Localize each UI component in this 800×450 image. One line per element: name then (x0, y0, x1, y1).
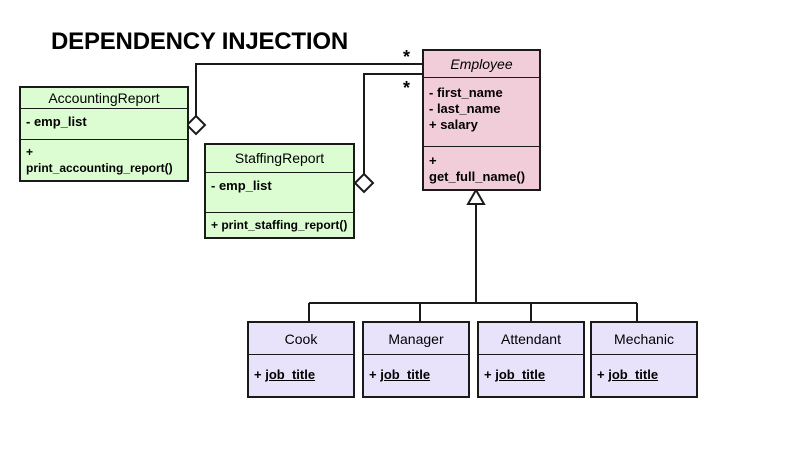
class-name: Manager (364, 323, 468, 355)
class-name: AccountingReport (21, 88, 187, 109)
attribute: - emp_list (211, 177, 272, 193)
staffing-report-class: StaffingReport - emp_list + print_staffi… (204, 143, 355, 239)
attribute: - last_name (429, 100, 501, 116)
class-name: Mechanic (592, 323, 696, 355)
accounting-report-class: AccountingReport - emp_list + print_acco… (19, 86, 189, 182)
attribute: job_title (608, 367, 659, 382)
operations-compartment: + print_staffing_report() (206, 213, 353, 237)
aggregation-line-staffing (363, 73, 423, 174)
visibility: + (484, 367, 492, 382)
multiplicity-top: * (403, 47, 411, 67)
visibility: + (597, 367, 605, 382)
aggregation-line-accounting (195, 63, 423, 116)
employee-class: Employee - first_name - last_name + sala… (422, 49, 541, 191)
attributes-compartment: + job_title (364, 355, 468, 382)
attributes-compartment: - emp_list (21, 109, 187, 140)
aggregation-diamond-staffing (353, 172, 375, 194)
aggregation-diamond-accounting (185, 114, 207, 136)
operation: + get_full_name() (429, 153, 526, 184)
attribute: - emp_list (26, 113, 87, 129)
diagram-title: DEPENDENCY INJECTION (51, 28, 348, 55)
multiplicity-bottom: * (403, 78, 411, 98)
class-name: Cook (249, 323, 353, 355)
attribute: job_title (265, 367, 316, 382)
attributes-compartment: + job_title (592, 355, 696, 382)
cook-class: Cook + job_title (247, 321, 355, 398)
attributes-compartment: + job_title (249, 355, 353, 382)
operation: + print_staffing_report() (211, 218, 348, 232)
operations-compartment: + print_accounting_report() (21, 140, 187, 180)
mechanic-class: Mechanic + job_title (590, 321, 698, 398)
attribute: job_title (380, 367, 431, 382)
visibility: + (254, 367, 262, 382)
class-name: Employee (424, 51, 539, 78)
operation: + print_accounting_report() (26, 145, 173, 175)
attribute: - first_name (429, 84, 503, 100)
inheritance-arrowhead (466, 187, 486, 205)
attributes-compartment: - emp_list (206, 173, 353, 213)
visibility: + (369, 367, 377, 382)
manager-class: Manager + job_title (362, 321, 470, 398)
attendant-class: Attendant + job_title (477, 321, 585, 398)
operations-compartment: + get_full_name() (424, 147, 539, 189)
class-name: Attendant (479, 323, 583, 355)
attributes-compartment: - first_name - last_name + salary (424, 78, 539, 147)
class-name: StaffingReport (206, 145, 353, 173)
attributes-compartment: + job_title (479, 355, 583, 382)
attribute: + salary (429, 116, 478, 132)
attribute: job_title (495, 367, 546, 382)
